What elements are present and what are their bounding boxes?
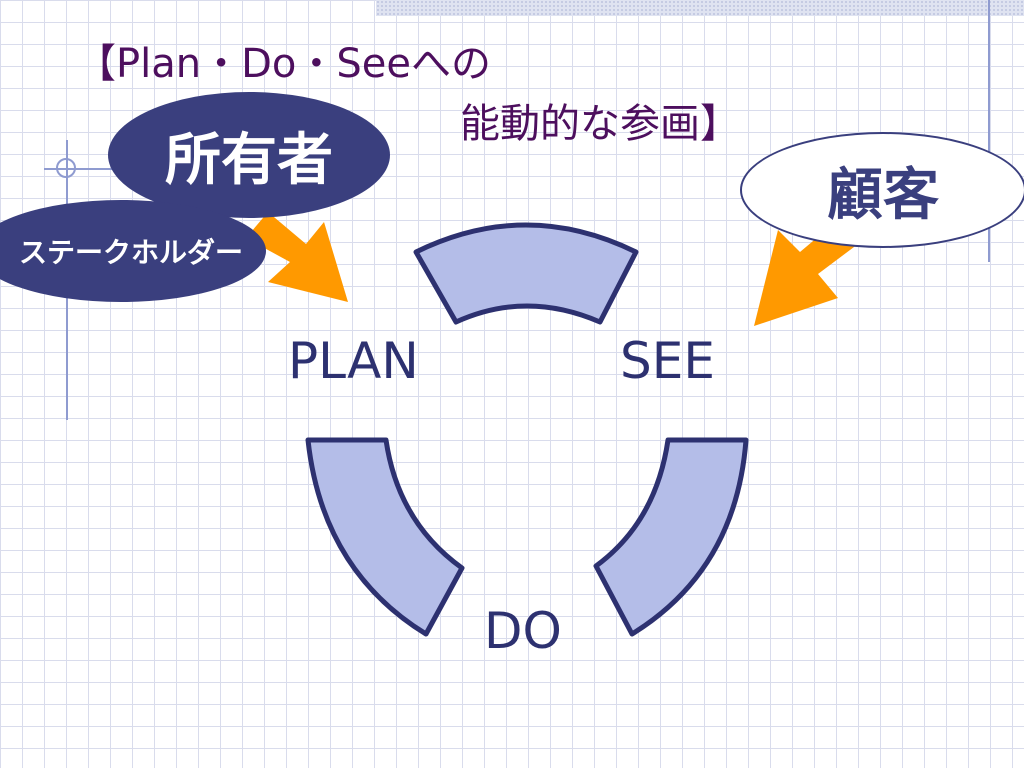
arrow-to-plan (246, 212, 348, 302)
slide-title-line-1: 【Plan・Do・Seeへの (76, 41, 491, 87)
arrow-to-see (754, 220, 858, 326)
slide-title-line-2: 能動的な参画】 (460, 101, 740, 147)
cycle-arc-bottom-right (593, 437, 749, 637)
stage-label-do: DO (484, 602, 562, 660)
decorative-vertical-line-right (988, 0, 990, 262)
stage-label-plan: PLAN (288, 332, 419, 390)
stage-label-see: SEE (620, 332, 715, 390)
cycle-arc-bottom-left (305, 437, 465, 637)
decorative-circle (56, 158, 76, 178)
cycle-arc-top (413, 222, 639, 325)
decorative-horizontal-line-left (44, 168, 124, 170)
stakeholder-bubble: ステークホルダー (0, 200, 266, 302)
top-decorative-band (376, 0, 1024, 16)
customer-bubble: 顧客 (740, 132, 1024, 248)
owner-bubble: 所有者 (108, 92, 390, 218)
